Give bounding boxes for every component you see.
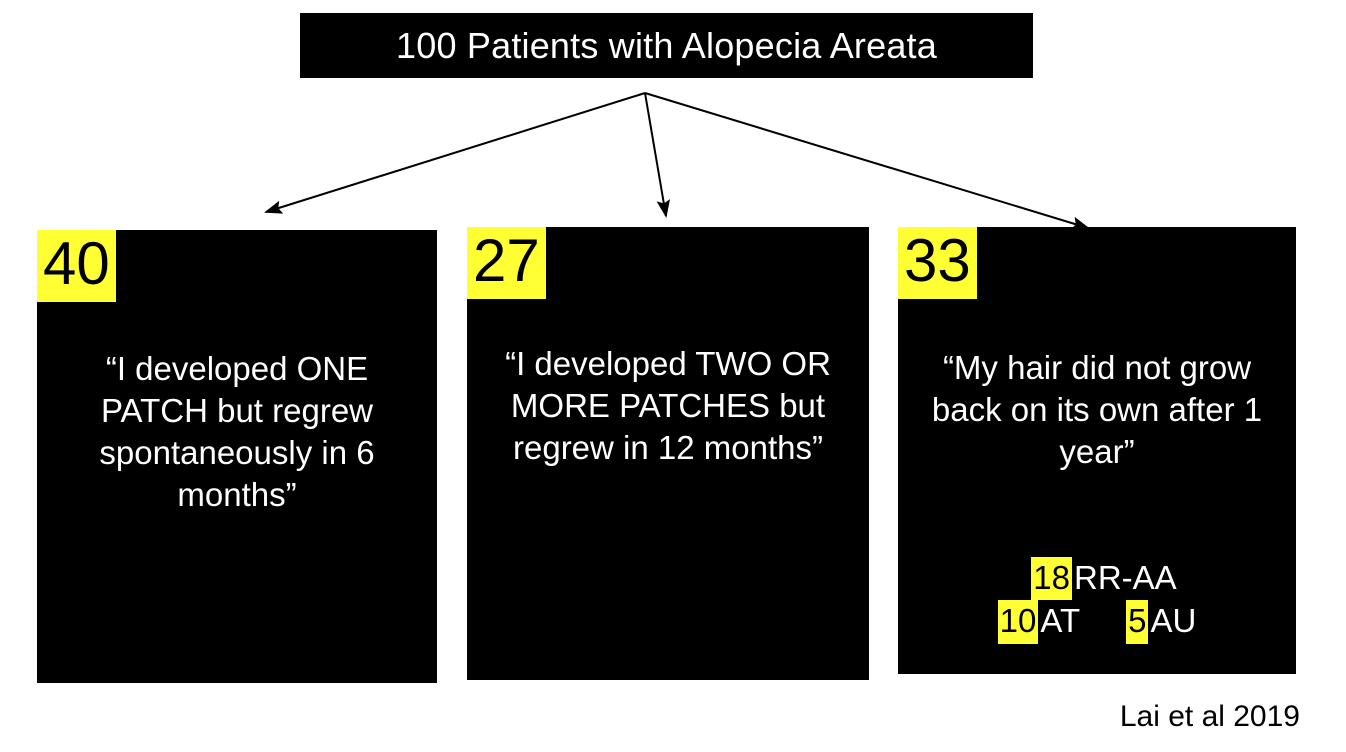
subtype-count-rr-aa: 18 — [1031, 557, 1073, 601]
quote-no-regrowth: “My hair did not grow back on its own af… — [931, 349, 1263, 470]
subtype-count-at: 10 — [997, 600, 1039, 644]
arrow-to-branch-1 — [264, 92, 646, 214]
figure-title-text: 100 Patients with Alopecia Areata — [396, 24, 937, 66]
subtype-label-au: AU — [1150, 602, 1197, 640]
arrow-to-branch-3 — [644, 92, 1090, 230]
quote-one-patch: “I developed ONE PATCH but regrew sponta… — [99, 350, 375, 513]
quote-two-or-more-patches: “I developed TWO OR MORE PATCHES but reg… — [505, 345, 831, 466]
citation-text: Lai et al 2019 — [1119, 700, 1300, 733]
outcome-box-no-regrowth: 33 “My hair did not grow back on its own… — [898, 227, 1296, 674]
outcome-box-one-patch: 40 “I developed ONE PATCH but regrew spo… — [37, 230, 437, 683]
count-badge-two-or-more-patches: 27 — [467, 227, 546, 299]
count-badge-one-patch: 40 — [37, 230, 116, 302]
count-badge-no-regrowth: 33 — [898, 227, 977, 299]
arrow-to-branch-2 — [644, 92, 671, 218]
figure-title-banner: 100 Patients with Alopecia Areata — [300, 13, 1033, 78]
subtype-count-au: 5 — [1126, 600, 1149, 644]
subtype-label-rr-aa: RR-AA — [1074, 559, 1177, 596]
outcome-box-two-or-more-patches: 27 “I developed TWO OR MORE PATCHES but … — [467, 227, 869, 680]
subtype-label-at: AT — [1040, 602, 1081, 640]
